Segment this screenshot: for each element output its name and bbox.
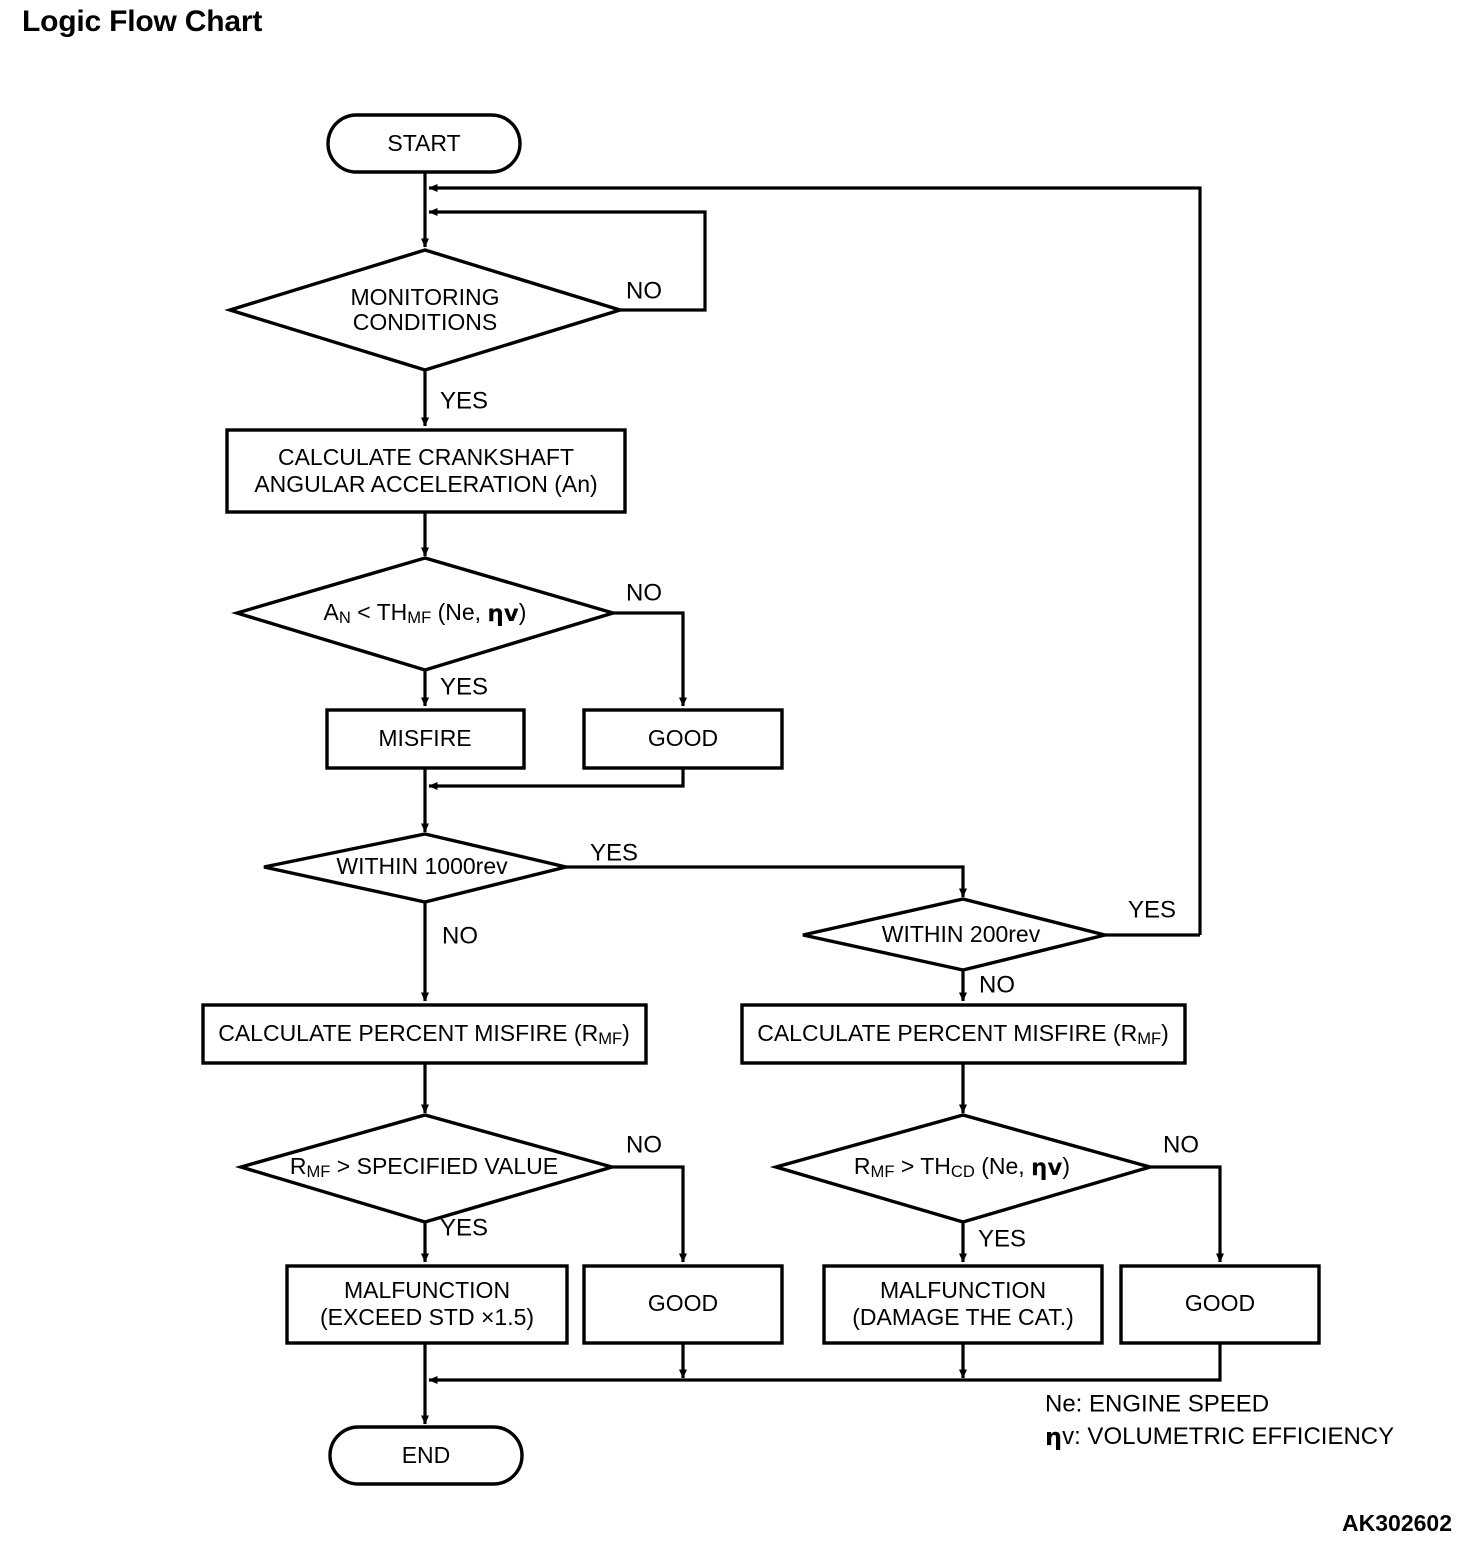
node-misfire-label: MISFIRE — [378, 725, 471, 751]
branch-label-rmfspec-no: NO — [626, 1131, 662, 1158]
legend: Ne: ENGINE SPEED ηv: VOLUMETRIC EFFICIEN… — [1045, 1390, 1394, 1451]
branch-label-rmfspec-yes: YES — [440, 1214, 488, 1241]
node-malfunction-std-line2: (EXCEED STD ×1.5) — [320, 1304, 534, 1330]
watermark-code: AK302602 — [1342, 1510, 1452, 1536]
node-good-lower-right[interactable]: GOOD — [1119, 1264, 1321, 1345]
node-good-lower-left-label: GOOD — [648, 1290, 718, 1316]
node-good-lower-left[interactable]: GOOD — [582, 1264, 784, 1345]
node-within200-label: WITHIN 200rev — [882, 921, 1041, 947]
rmfthcd-close: ) — [1062, 1153, 1070, 1179]
node-within-1000rev[interactable]: WITHIN 1000rev — [263, 832, 567, 904]
node-start-label: START — [387, 130, 460, 156]
branch-label-within1000-yes: YES — [590, 839, 638, 866]
anth-close: ) — [519, 599, 527, 625]
branch-label-rmfthcd-no: NO — [1163, 1131, 1199, 1158]
branch-label-within200-yes: YES — [1128, 896, 1176, 923]
node-good-upper[interactable]: GOOD — [582, 708, 784, 770]
connector-good-upper-merge — [428, 768, 685, 790]
page-title: Logic Flow Chart — [22, 5, 263, 38]
legend-line-engine-speed: Ne: ENGINE SPEED — [1045, 1390, 1269, 1417]
branch-label-monitoring-yes: YES — [440, 387, 488, 414]
node-calcpct-right-label: CALCULATE PERCENT MISFIRE (RMF) — [757, 1020, 1169, 1048]
node-monitoring-conditions[interactable]: MONITORING CONDITIONS — [224, 248, 626, 372]
node-end[interactable]: END — [328, 1425, 524, 1486]
connector-monitoring-no-loop — [428, 208, 707, 312]
rmfthcd-eta: ηv — [1031, 1155, 1062, 1181]
node-within-200rev[interactable]: WITHIN 200rev — [802, 897, 1106, 972]
node-calculate-crankshaft[interactable]: CALCULATE CRANKSHAFT ANGULAR ACCELERATIO… — [225, 428, 627, 514]
anth-prefix: A — [324, 599, 340, 625]
anth-eta: ηv — [487, 601, 518, 627]
node-malfunction-exceed-std[interactable]: MALFUNCTION (EXCEED STD ×1.5) — [285, 1264, 569, 1345]
anth-sub1: N — [339, 608, 351, 627]
rmfthcd-prefix: R — [854, 1153, 871, 1179]
branch-label-anth-no: NO — [626, 579, 662, 606]
rmfspec-prefix: R — [290, 1153, 307, 1179]
connector-rmfspec-no-to-good — [612, 1165, 687, 1263]
legend-line-volumetric-efficiency: ηv: VOLUMETRIC EFFICIENCY — [1045, 1423, 1394, 1451]
node-rmfspec-label: RMF > SPECIFIED VALUE — [290, 1153, 558, 1181]
node-malfunction-cat-line1: MALFUNCTION — [880, 1277, 1046, 1303]
branch-label-anth-yes: YES — [440, 673, 488, 700]
calcpct-left-sub: MF — [598, 1029, 622, 1048]
node-rmf-thcd[interactable]: RMF > THCD (Ne, ηv) — [769, 1113, 1157, 1224]
node-calculate-percent-misfire-left[interactable]: CALCULATE PERCENT MISFIRE (RMF) — [201, 1003, 648, 1065]
node-calcpct-left-label: CALCULATE PERCENT MISFIRE (RMF) — [218, 1020, 630, 1048]
connector-within1000-yes-to-within200 — [566, 865, 967, 898]
rmfthcd-suffix: (Ne, — [975, 1153, 1031, 1179]
node-anth-label: AN < THMF (Ne, ηv) — [324, 599, 527, 627]
rmfspec-suffix: > SPECIFIED VALUE — [330, 1153, 558, 1179]
legend-eta-rest: v: VOLUMETRIC EFFICIENCY — [1062, 1423, 1394, 1450]
calcpct-left-prefix: CALCULATE PERCENT MISFIRE (R — [218, 1020, 598, 1046]
node-monitoring-line2: CONDITIONS — [353, 309, 497, 335]
node-within1000-label: WITHIN 1000rev — [336, 853, 508, 879]
node-good-upper-label: GOOD — [648, 725, 718, 751]
anth-sub2: MF — [407, 608, 431, 627]
node-start[interactable]: START — [326, 113, 522, 174]
connector-outer-feedback-loop — [428, 184, 1202, 935]
connector-bottom-merge-bus — [421, 1343, 1222, 1425]
node-rmf-specified-value[interactable]: RMF > SPECIFIED VALUE — [234, 1113, 619, 1224]
calcpct-left-suffix: ) — [622, 1020, 630, 1046]
node-monitoring-line1: MONITORING — [350, 284, 499, 310]
node-good-lower-right-label: GOOD — [1185, 1290, 1255, 1316]
rmfthcd-mid: > TH — [894, 1153, 950, 1179]
node-calc-crank-line1: CALCULATE CRANKSHAFT — [278, 444, 574, 470]
rmfthcd-sub2: CD — [951, 1162, 975, 1181]
anth-suffix: (Ne, — [431, 599, 487, 625]
branch-label-monitoring-no: NO — [626, 277, 662, 304]
node-malfunction-damage-cat[interactable]: MALFUNCTION (DAMAGE THE CAT.) — [822, 1264, 1104, 1345]
calcpct-right-prefix: CALCULATE PERCENT MISFIRE (R — [757, 1020, 1137, 1046]
rmfspec-sub: MF — [306, 1162, 330, 1181]
node-misfire[interactable]: MISFIRE — [325, 708, 526, 770]
connector-rmfthcd-no-to-good — [1150, 1165, 1224, 1263]
legend-eta-symbol: η — [1045, 1423, 1062, 1451]
node-malfunction-std-line1: MALFUNCTION — [344, 1277, 510, 1303]
rmfthcd-sub1: MF — [871, 1162, 895, 1181]
node-an-threshold-decision[interactable]: AN < THMF (Ne, ηv) — [231, 556, 619, 672]
branch-label-within200-no: NO — [979, 971, 1015, 998]
anth-mid: < TH — [351, 599, 407, 625]
branch-label-within1000-no: NO — [442, 922, 478, 949]
calcpct-right-suffix: ) — [1161, 1020, 1169, 1046]
node-calc-crank-line2: ANGULAR ACCELERATION (An) — [254, 471, 597, 497]
connector-anth-no-to-good — [613, 611, 687, 707]
node-end-label: END — [402, 1442, 451, 1468]
node-malfunction-cat-line2: (DAMAGE THE CAT.) — [852, 1304, 1074, 1330]
calcpct-right-sub: MF — [1137, 1029, 1161, 1048]
node-rmfthcd-label: RMF > THCD (Ne, ηv) — [854, 1153, 1070, 1181]
node-calculate-percent-misfire-right[interactable]: CALCULATE PERCENT MISFIRE (RMF) — [740, 1003, 1187, 1065]
branch-label-rmfthcd-yes: YES — [978, 1225, 1026, 1252]
